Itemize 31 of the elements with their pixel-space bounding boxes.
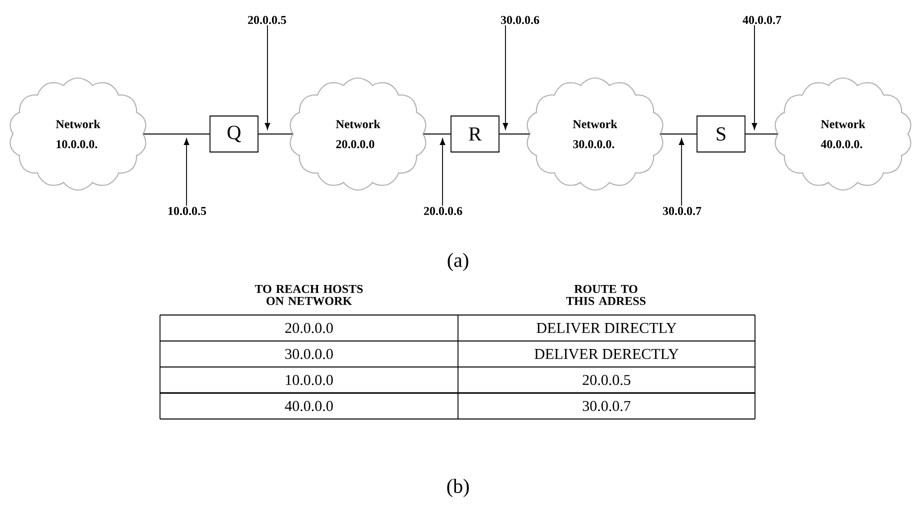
table-cell: 20.0.0.5 <box>582 374 630 386</box>
table-cell: 30.0.0.0 <box>285 348 333 360</box>
leader-line <box>264 24 270 130</box>
table-cell: DELIVER DERECTLY <box>534 348 678 360</box>
table-cell: 20.0.0.0 <box>285 322 333 334</box>
network-cloud: Network 10.0.0.0. <box>10 77 146 191</box>
table-cell: 40.0.0.0 <box>284 400 333 412</box>
table-cell: DELIVER DIRECTLY <box>536 322 676 334</box>
column-header: ROUTE TO THIS ADRESS <box>566 284 646 306</box>
router-box: Q <box>210 116 258 152</box>
leader-line <box>678 138 684 206</box>
leader-line <box>502 24 508 130</box>
caption: (a) <box>448 252 468 272</box>
address-label: 30.0.0.6 <box>500 16 540 24</box>
leader-line <box>184 138 190 206</box>
table-cell: 10.0.0.0 <box>286 374 333 386</box>
network-cloud: Network 30.0.0.0. <box>526 77 664 191</box>
caption: (b) <box>447 478 469 498</box>
address-label: 40.0.0.7 <box>742 16 782 24</box>
address-label: 20.0.0.5 <box>248 16 286 24</box>
column-header: TO REACH HOSTS ON NETWORK <box>254 284 363 306</box>
table-cell: 30.0.0.7 <box>582 400 630 412</box>
address-label: 20.0.0.6 <box>424 206 462 216</box>
leader-line <box>752 24 758 130</box>
address-label: 30.0.0.7 <box>662 206 702 216</box>
router-box: S <box>696 116 746 152</box>
network-cloud: Network 20.0.0.0 <box>290 77 426 191</box>
leader-line <box>440 138 446 206</box>
address-label: 10.0.0.5 <box>168 206 206 216</box>
network-cloud: Network 40.0.0.0. <box>774 77 912 191</box>
router-box: R <box>450 116 500 152</box>
